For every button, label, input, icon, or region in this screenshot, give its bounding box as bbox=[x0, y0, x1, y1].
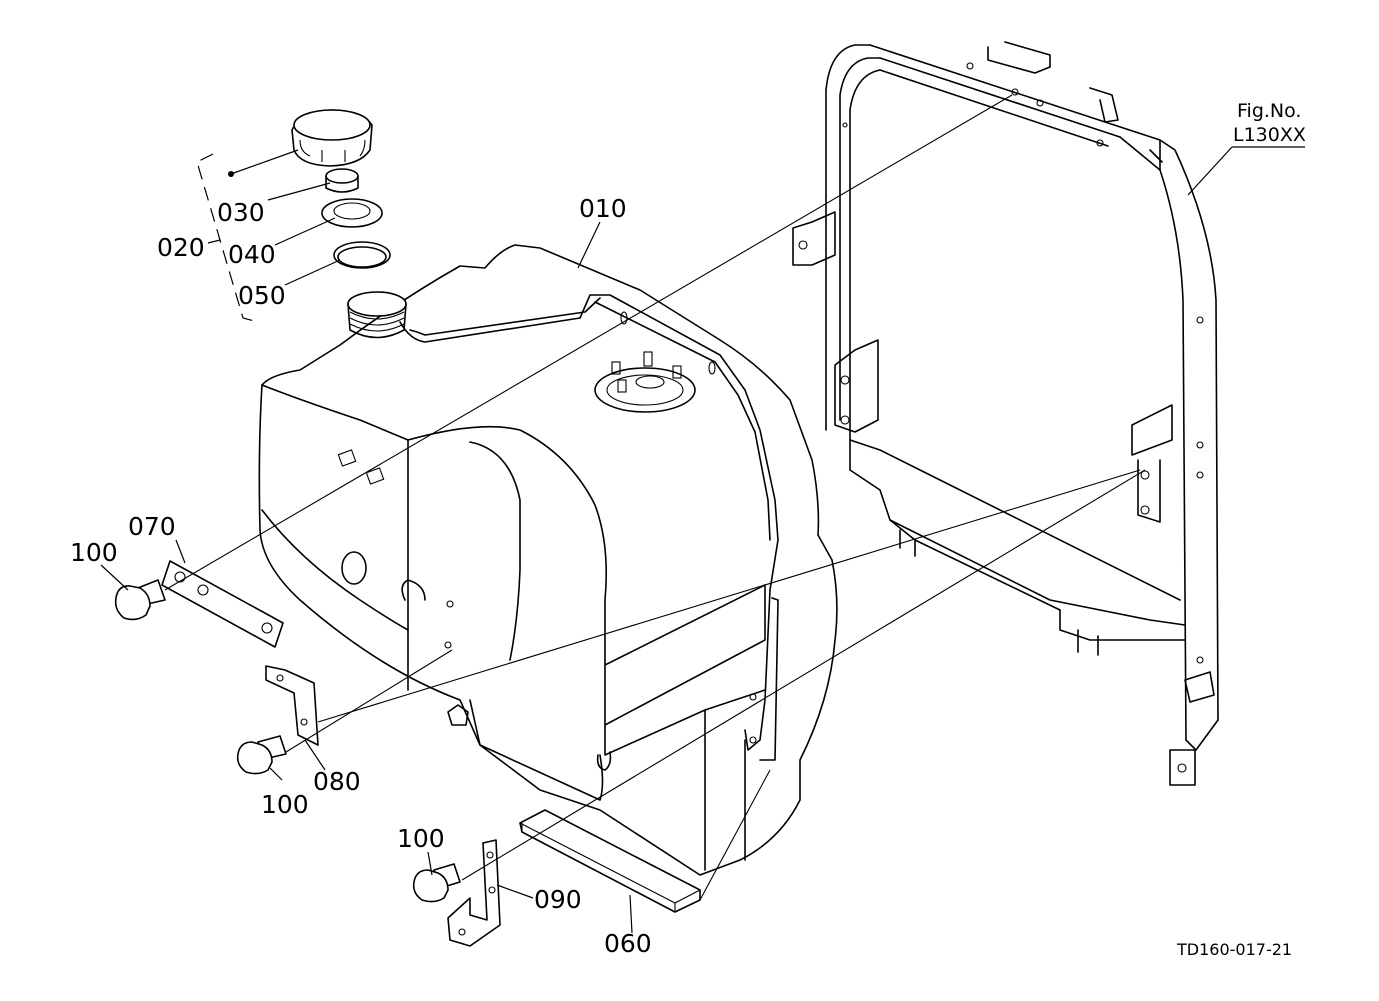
fuel-cap-assembly bbox=[196, 109, 391, 323]
callout-010: 010 bbox=[579, 194, 627, 223]
bolt-middle bbox=[236, 735, 287, 775]
callout-020: 020 bbox=[157, 233, 205, 262]
callout-040: 040 bbox=[228, 240, 276, 269]
callout-090: 090 bbox=[534, 885, 582, 914]
callout-060: 060 bbox=[604, 929, 652, 958]
figure-reference-number: L130XX bbox=[1233, 124, 1306, 146]
drawing-code: TD160-017-21 bbox=[1176, 940, 1292, 959]
figure-reference-label: Fig.No. bbox=[1237, 100, 1301, 122]
frame-assembly bbox=[792, 41, 1219, 786]
bolt-lower bbox=[412, 863, 461, 903]
callout-100-lower: 100 bbox=[397, 824, 445, 853]
callout-030: 030 bbox=[217, 198, 265, 227]
callout-100-upper: 100 bbox=[70, 538, 118, 567]
alignment-lines bbox=[164, 94, 1146, 901]
fuel-tank bbox=[258, 244, 838, 876]
retaining-strap-070 bbox=[161, 560, 284, 648]
mounting-bracket-090 bbox=[447, 839, 501, 947]
callout-leaders bbox=[100, 146, 1305, 934]
mounting-bracket-080 bbox=[265, 665, 319, 746]
callout-100-middle: 100 bbox=[261, 790, 309, 819]
callout-050: 050 bbox=[238, 281, 286, 310]
callout-070: 070 bbox=[128, 512, 176, 541]
callout-080: 080 bbox=[313, 767, 361, 796]
